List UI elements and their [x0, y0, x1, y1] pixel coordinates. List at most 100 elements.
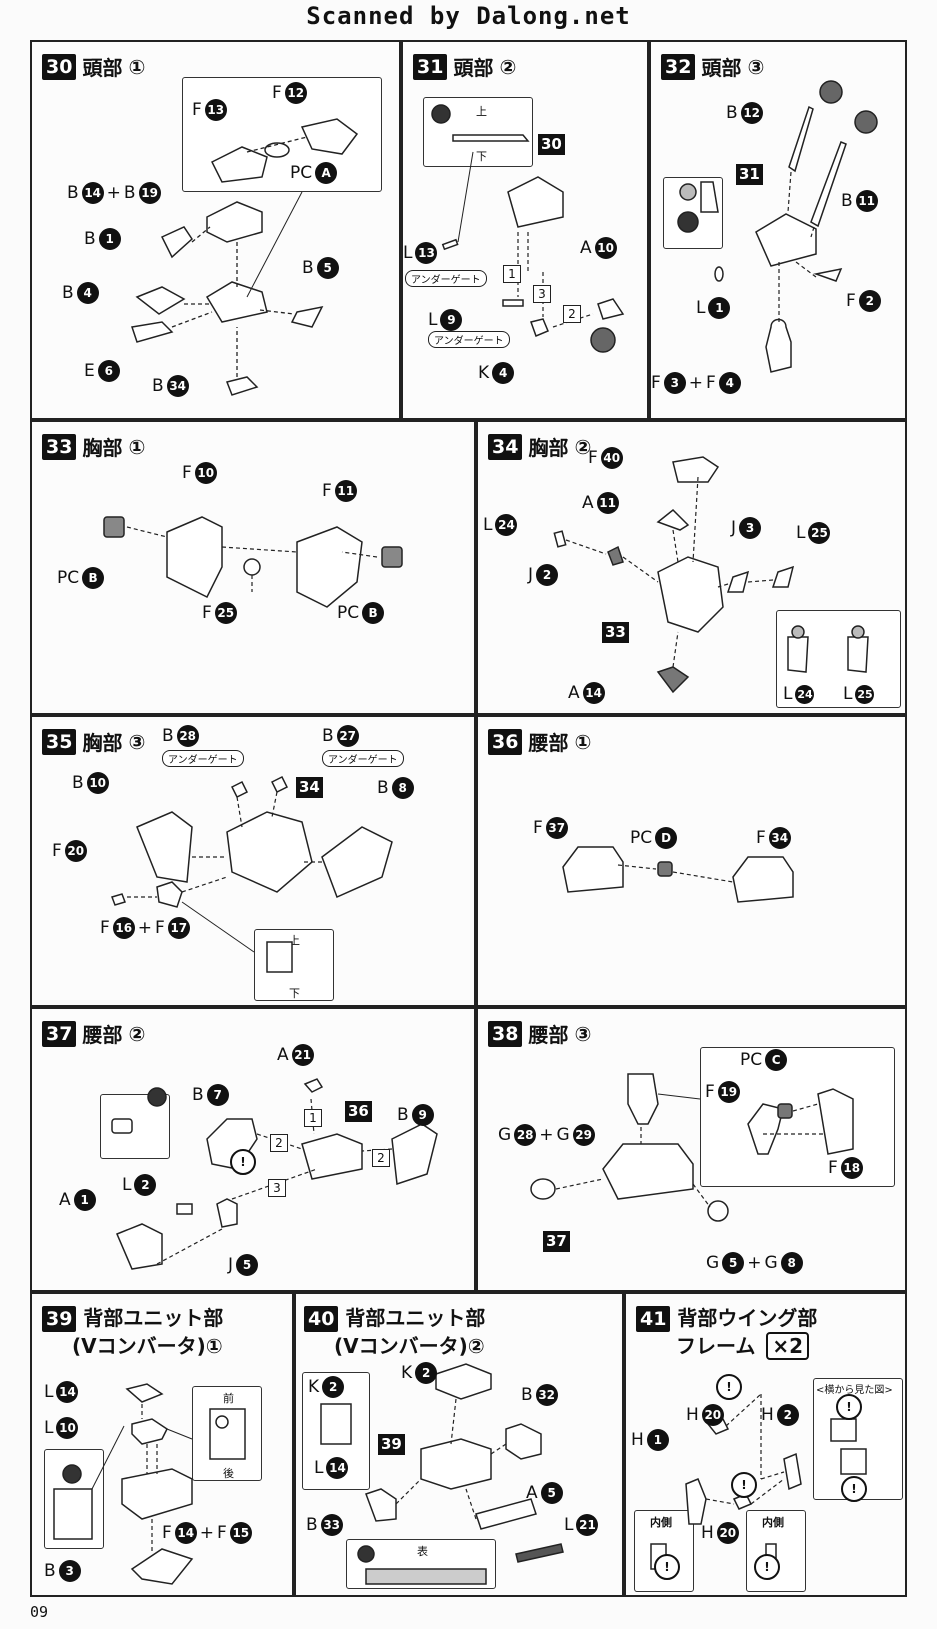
step-number: 33	[42, 433, 77, 460]
ref-step-30: 30	[538, 134, 565, 155]
scan-credit: Scanned by Dalong.net	[306, 2, 631, 30]
ref-step-39: 39	[378, 1434, 405, 1455]
order-3: 3	[533, 285, 551, 303]
inner-label: 内側	[650, 1516, 672, 1529]
step-name: 胸部	[528, 436, 569, 460]
page-number: 09	[30, 1603, 49, 1621]
detail-inset	[663, 177, 723, 249]
step-number: 32	[661, 53, 696, 80]
step-number: 35	[42, 728, 77, 755]
step-title: 40 背部ユニット部 (Vコンバータ)②	[304, 1304, 485, 1360]
step-name: 背部ユニット部	[83, 1306, 224, 1330]
step-sub: ③	[747, 54, 765, 79]
top-mark: 上	[476, 105, 487, 118]
detail-inset	[44, 1449, 104, 1549]
step-number: 36	[488, 728, 523, 755]
step-number: 34	[488, 433, 523, 460]
surface-inset: 表	[346, 1539, 496, 1589]
front-mark: 前	[223, 1392, 234, 1405]
step-number: 39	[42, 1306, 77, 1332]
step-name-2: フレーム	[676, 1334, 756, 1358]
under-gate-tag: アンダーゲート	[322, 750, 404, 767]
step-number: 31	[413, 53, 448, 80]
step-number: 37	[42, 1020, 77, 1047]
step-name: 背部ウイング部	[677, 1306, 818, 1330]
step-name: 頭部	[453, 56, 494, 80]
quantity-x2: ×2	[766, 1332, 810, 1360]
back-mark: 後	[223, 1467, 234, 1480]
cut-inset: 上 下	[423, 97, 533, 167]
caution-mark: !	[754, 1554, 780, 1580]
step-name: 背部ユニット部	[345, 1306, 486, 1330]
step-number: 30	[42, 53, 77, 80]
step-39-panel: 39 背部ユニット部 (Vコンバータ)① 前 後	[30, 1292, 294, 1597]
order-2: 2	[270, 1134, 288, 1152]
caution-mark: !	[841, 1476, 867, 1502]
step-name-2: (Vコンバータ)②	[334, 1334, 485, 1358]
step-sub: ②	[128, 1021, 146, 1046]
step-name: 腰部	[82, 1023, 123, 1047]
step-name: 頭部	[701, 56, 742, 80]
bottom-mark: 下	[289, 987, 300, 1000]
detail-inset	[100, 1094, 170, 1159]
order-3: 3	[268, 1179, 286, 1197]
under-gate-tag: アンダーゲート	[162, 750, 244, 767]
order-2: 2	[563, 305, 581, 323]
order-2: 2	[372, 1149, 390, 1167]
step-sub: ②	[574, 434, 592, 459]
step-name: 胸部	[82, 436, 123, 460]
caution-mark: !	[836, 1394, 862, 1420]
